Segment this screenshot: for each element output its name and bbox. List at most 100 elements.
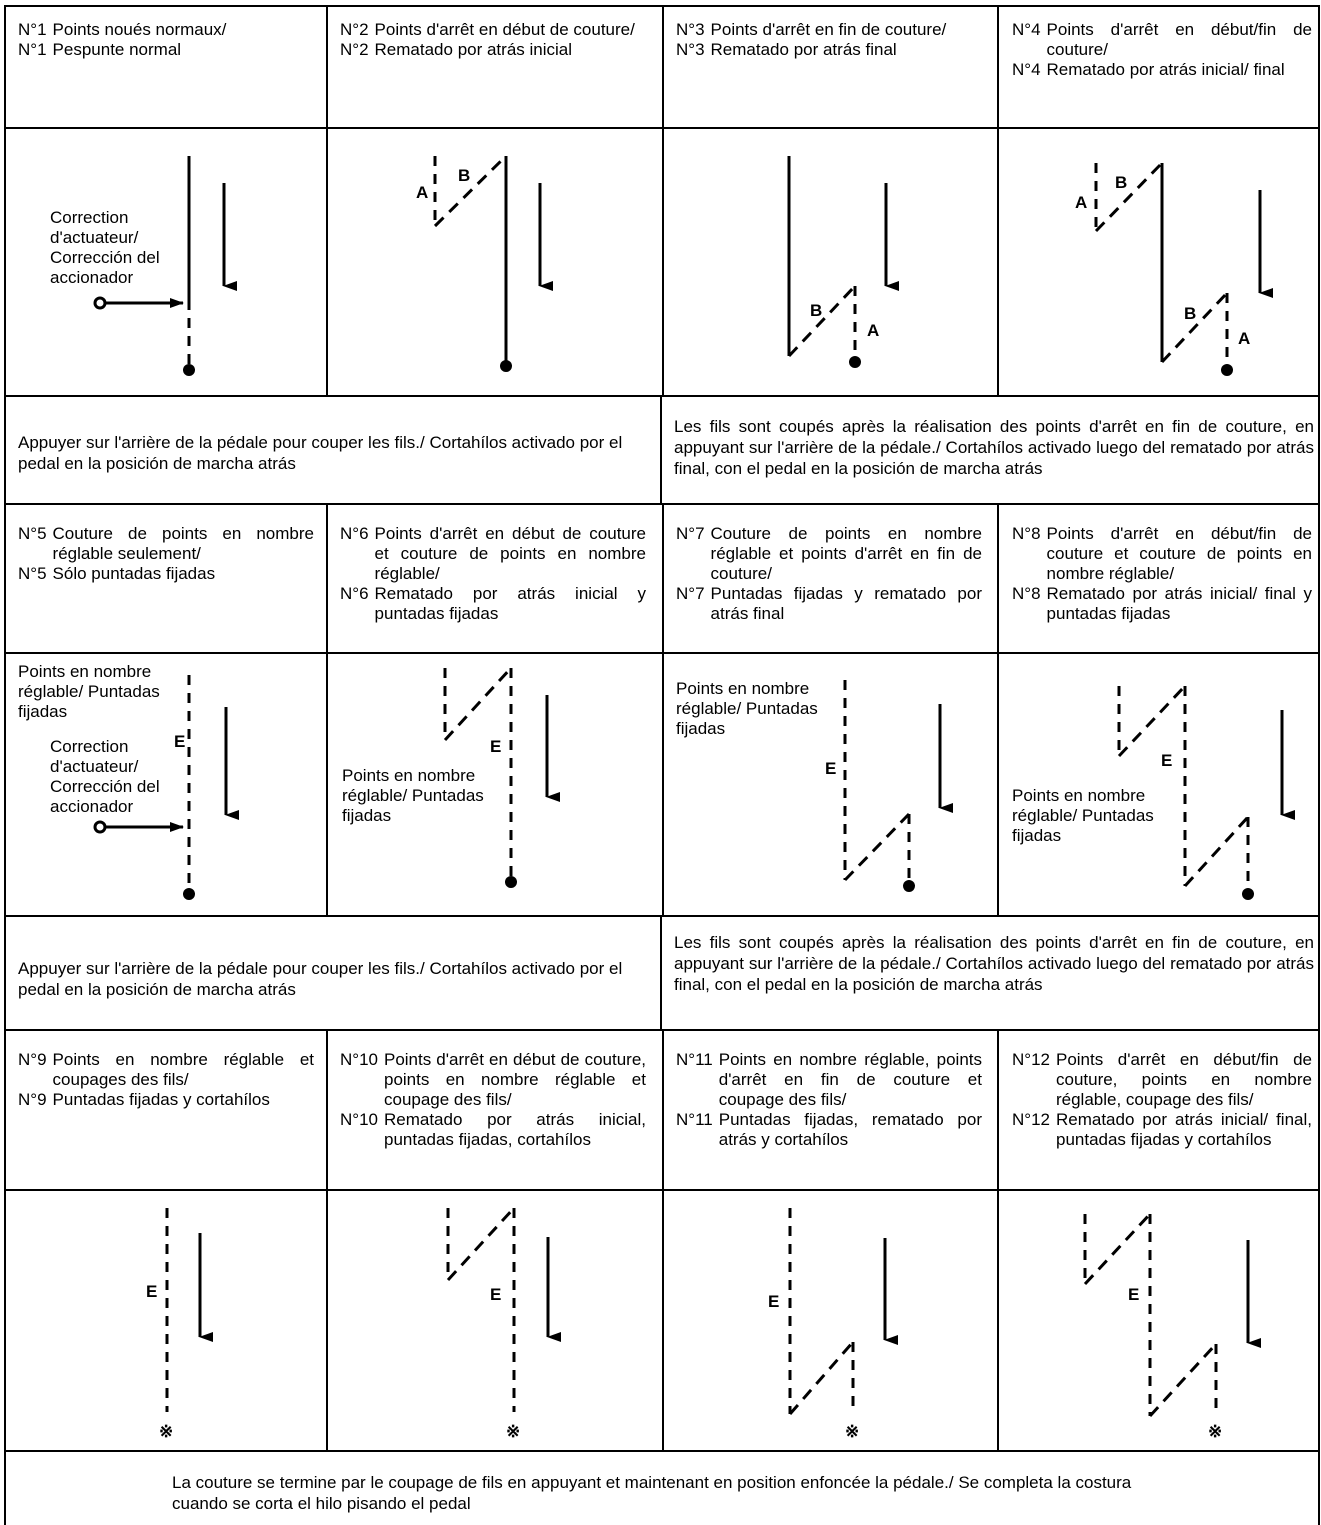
mode-title-fr: Couture de points en nombre réglable seu… [52,524,314,563]
mode-12-diagram [1083,1212,1261,1418]
label-a: A [1238,329,1250,348]
mode-title-fr: Points d'arrêt en début de couture/ [374,20,635,39]
mode-10-diagram [446,1206,561,1412]
label-a: A [1075,193,1087,212]
note-right-2: Les fils sont coupés après la réalisatio… [674,933,1314,994]
end-mark: ※ [845,1422,859,1441]
mode-6-header: N°6 Points d'arrêt en début de couture et… [340,524,646,624]
points-label: Points en nombre réglable/ Puntadas fija… [1012,786,1154,845]
mode-number: N°11 [676,1110,713,1129]
end-dot [505,876,517,888]
backtack-b [1094,161,1164,233]
mode-title-es: Rematado por atrás inicial y puntadas fi… [374,584,646,623]
mode-number: N°8 [1012,524,1041,543]
label-b: B [1115,173,1127,192]
end-dot [500,360,512,372]
correction-origin [93,820,107,834]
mode-9-diagram [165,1208,213,1412]
correction-label: Correction d'actuateur/ Corrección del a… [50,208,160,287]
mode-number: N°10 [340,1050,378,1069]
note-left-2: Appuyer sur l'arrière de la pédale pour … [18,959,623,999]
mode-number: N°12 [1012,1110,1050,1129]
mode-title-es: Pespunte normal [52,40,182,59]
mode-title-es: Rematado por atrás final [710,40,897,59]
mode-number: N°5 [18,524,47,543]
mode-11-diagram [788,1208,898,1415]
mode-12-header: N°12 Points d'arrêt en début/fin de coutu… [1012,1050,1312,1150]
mode-number: N°12 [1012,1050,1050,1069]
mode-number: N°2 [340,20,369,39]
mode-title-es: Puntadas fijadas, rematado por atrás y c… [718,1110,982,1149]
mode-number: N°6 [340,524,369,543]
backtack-b [843,812,911,882]
mode-number: N°7 [676,584,705,603]
mode-title-es: Rematado por atrás inicial/ final y punt… [1046,584,1312,623]
note-left-1: Appuyer sur l'arrière de la pédale pour … [18,433,623,473]
mode-title-es: Puntadas fijadas y rematado por atrás fi… [710,584,982,623]
mode-4-diagram [1094,161,1273,376]
mode-number: N°10 [340,1110,378,1129]
backtack-b [443,666,513,742]
label-e: E [146,1282,157,1301]
end-mark: ※ [159,1422,173,1441]
correction-origin [93,296,107,310]
mode-number: N°5 [18,564,47,583]
mode-8-header: N°8 Points d'arrêt en début/fin de coutur… [1012,524,1312,624]
points-label: Points en nombre réglable/ Puntadas fija… [676,679,818,738]
mode-6-diagram [443,666,560,888]
mode-2-diagram [433,154,553,372]
end-dot [183,888,195,900]
mode-5-diagram [93,675,239,900]
mode-title-fr: Points d'arrêt en fin de couture/ [710,20,947,39]
label-e: E [174,732,185,751]
label-e: E [768,1292,779,1311]
mode-number: N°1 [18,40,47,59]
mode-5-header: N°5 Couture de points en nombre réglable … [18,524,314,584]
mode-number: N°4 [1012,60,1041,79]
mode-title-fr: Points d'arrêt en début/fin de couture, … [1055,1050,1312,1109]
mode-title-fr: Points d'arrêt en début de couture et co… [374,524,646,583]
note-right-1: Les fils sont coupés après la réalisatio… [674,417,1314,478]
label-a: A [416,183,428,202]
backtack-b [1117,684,1187,758]
label-b: B [1184,304,1196,323]
points-label: Points en nombre réglable/ Puntadas fija… [342,766,484,825]
mode-title-es: Puntadas fijadas y cortahílos [52,1090,270,1109]
backtack-b [788,1341,855,1415]
end-dot [183,364,195,376]
end-dot [1242,888,1254,900]
mode-number: N°3 [676,20,705,39]
mode-number: N°3 [676,40,705,59]
backtack-b [1160,291,1229,364]
mode-7-diagram [843,680,953,892]
mode-title-es: Rematado por atrás inicial/ final [1046,60,1285,79]
end-dot [849,356,861,368]
mode-number: N°2 [340,40,369,59]
mode-number: N°8 [1012,584,1041,603]
label-a: A [867,321,879,340]
end-mark: ※ [506,1422,520,1441]
mode-title-es: Rematado por atrás inicial [374,40,573,59]
end-mark: ※ [1208,1422,1222,1441]
label-b: B [810,301,822,320]
backtack-b [1183,815,1250,888]
label-b: B [458,166,470,185]
mode-1-diagram [93,156,237,376]
mode-8-diagram [1117,684,1295,900]
note-final: La couture se termine par le coupage de … [172,1473,1132,1513]
mode-number: N°9 [18,1050,47,1069]
mode-number: N°6 [340,584,369,603]
label-e: E [825,759,836,778]
label-e: E [1128,1285,1139,1304]
mode-title-fr: Points noués normaux/ [52,20,227,39]
mode-title-es: Rematado por atrás inicial/ final, punta… [1055,1110,1312,1149]
mode-title-fr: Points d'arrêt en début/fin de couture e… [1046,524,1312,583]
mode-2-header: N°2 Points d'arrêt en début de couture/ N… [340,20,646,60]
label-e: E [1161,751,1172,770]
